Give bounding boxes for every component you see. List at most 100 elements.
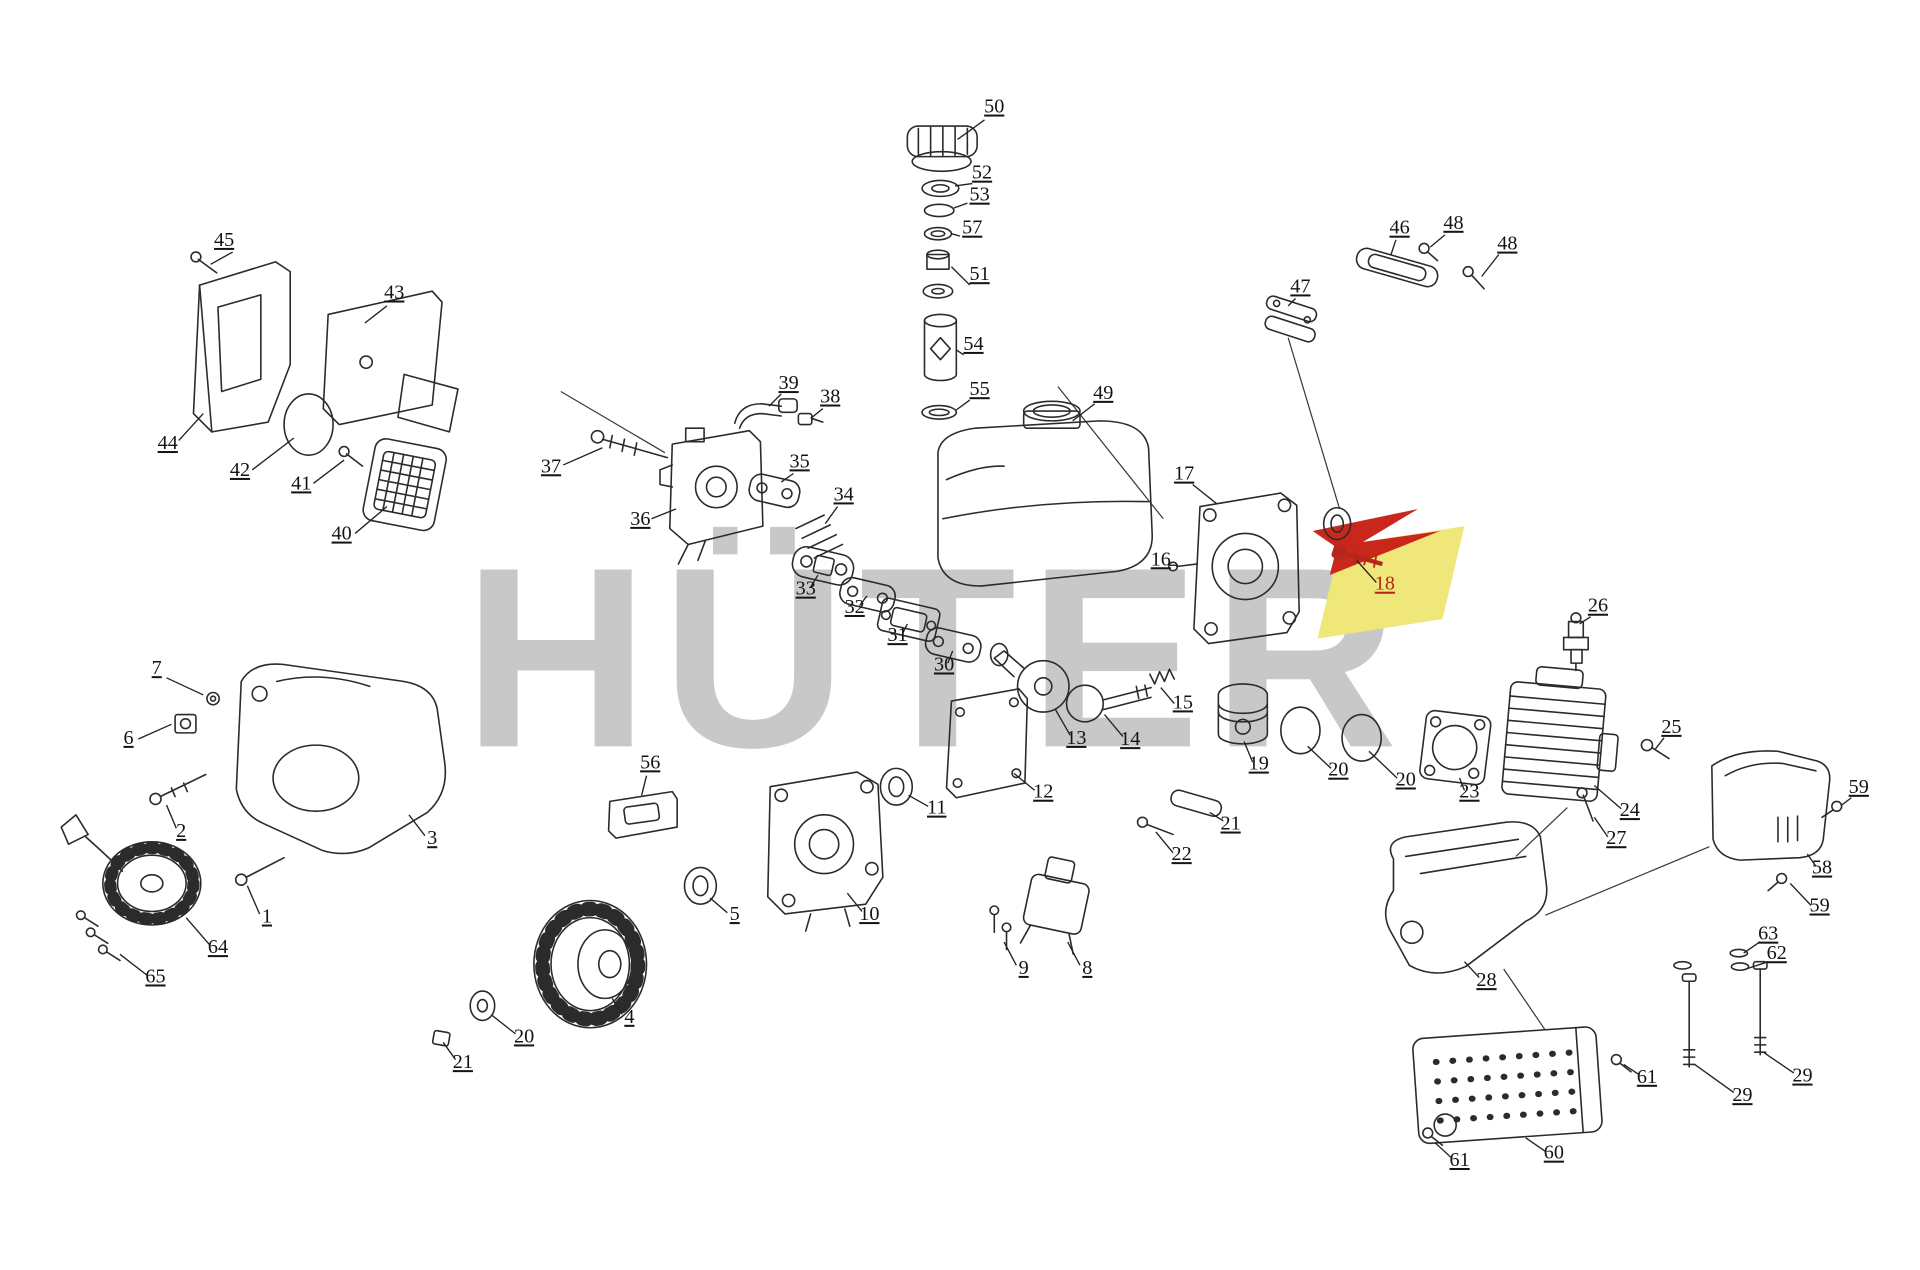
part-label-48: 48 — [1497, 233, 1517, 255]
leader-line-48 — [1481, 254, 1500, 277]
leader-line-35 — [780, 472, 794, 483]
leader-line-41 — [313, 459, 345, 484]
ignition-coil — [989, 856, 1090, 955]
leader-line-2 — [165, 804, 177, 829]
part-label-58: 58 — [1812, 857, 1832, 879]
part-label-60: 60 — [1544, 1142, 1564, 1164]
part-label-57: 57 — [962, 217, 982, 239]
leader-line-49 — [1072, 403, 1096, 422]
part-label-5: 5 — [730, 903, 740, 925]
part-label-29: 29 — [1732, 1084, 1752, 1106]
part-label-20: 20 — [1328, 759, 1348, 781]
leader-line-46 — [1390, 239, 1397, 255]
leader-line-38 — [810, 408, 824, 419]
part-label-56: 56 — [640, 751, 660, 773]
part-label-12: 12 — [1033, 781, 1053, 803]
part-label-39: 39 — [778, 372, 798, 394]
part-label-34: 34 — [834, 483, 854, 505]
leader-line-44 — [178, 413, 204, 441]
brand-watermark: HÜTER — [463, 508, 1465, 801]
part-label-38: 38 — [820, 386, 840, 408]
leader-line-13 — [1054, 709, 1071, 736]
part-label-37: 37 — [541, 455, 561, 477]
part-label-44: 44 — [158, 432, 178, 454]
part-label-7: 7 — [152, 657, 162, 679]
part-label-20: 20 — [514, 1025, 534, 1047]
part-label-50: 50 — [984, 96, 1004, 118]
part-label-6: 6 — [124, 727, 134, 749]
part-label-8: 8 — [1082, 957, 1092, 979]
tank-guard — [1384, 821, 1548, 974]
leader-line-59 — [1841, 797, 1852, 806]
leader-line-14 — [1103, 714, 1124, 737]
part-label-10: 10 — [859, 903, 879, 925]
construction-lines — [560, 337, 1710, 1031]
leader-line-6 — [138, 723, 172, 740]
leader-line-42 — [251, 437, 295, 471]
part-label-35: 35 — [789, 450, 809, 472]
leader-line-45 — [210, 251, 233, 265]
part-label-48: 48 — [1443, 212, 1463, 234]
leader-line-36 — [651, 508, 677, 520]
handle-bracket-assembly — [1264, 242, 1485, 343]
logo-red-swoosh-top — [1312, 508, 1418, 554]
part-label-41: 41 — [291, 472, 311, 494]
leader-line-28 — [1463, 961, 1480, 979]
leader-line-4 — [611, 998, 623, 1015]
part-label-46: 46 — [1389, 217, 1409, 239]
part-label-26: 26 — [1588, 595, 1608, 617]
part-label-21: 21 — [1221, 813, 1241, 835]
part-label-4: 4 — [624, 1006, 634, 1028]
leader-line-39 — [768, 393, 782, 407]
leader-line-37 — [562, 447, 603, 466]
part-label-9: 9 — [1019, 957, 1029, 979]
part-labels-layer: 5052535751545545434442414039383736353433… — [119, 96, 1869, 1171]
leader-line-24 — [1593, 784, 1622, 810]
leader-line-52 — [955, 182, 973, 187]
part-label-36: 36 — [630, 508, 650, 530]
part-label-32: 32 — [845, 596, 865, 618]
leader-line-34 — [824, 506, 839, 525]
crankshaft-assembly — [989, 642, 1176, 723]
leader-line-30 — [947, 650, 954, 664]
logo-red-swoosh-bottom — [1329, 531, 1440, 576]
part-label-65: 65 — [145, 965, 165, 987]
leader-line-20 — [1368, 750, 1398, 779]
part-label-20: 20 — [1396, 768, 1416, 790]
part-label-3: 3 — [427, 827, 437, 849]
leader-line-62 — [1745, 961, 1769, 970]
part-label-47: 47 — [1290, 275, 1310, 297]
part-label-42: 42 — [230, 459, 250, 481]
leader-line-19 — [1243, 741, 1254, 763]
leader-line-64 — [185, 917, 210, 945]
fuel-tank — [937, 400, 1154, 587]
part-label-62: 62 — [1767, 942, 1787, 964]
leader-line-26 — [1579, 616, 1591, 625]
leader-line-57 — [951, 233, 961, 237]
leader-line-21 — [442, 1042, 457, 1060]
leader-line-51 — [950, 266, 971, 286]
leader-line-56 — [640, 775, 648, 796]
air-filter-assembly — [190, 251, 459, 532]
leader-line-23 — [1458, 777, 1466, 791]
leader-line-55 — [955, 399, 971, 411]
part-label-59: 59 — [1809, 895, 1829, 917]
leader-line-65 — [119, 953, 148, 976]
muffler-cover — [1711, 750, 1843, 892]
leader-line-7 — [166, 677, 204, 696]
part-label-61: 61 — [1637, 1066, 1657, 1088]
leader-line-63 — [1743, 941, 1760, 954]
starter-assembly — [60, 814, 202, 962]
part-label-2: 2 — [176, 820, 186, 842]
part-label-19: 19 — [1249, 753, 1269, 775]
leader-line-48 — [1429, 234, 1446, 248]
leader-line-20 — [1307, 745, 1332, 769]
part-label-22: 22 — [1172, 843, 1192, 865]
part-label-52: 52 — [972, 162, 992, 184]
part-label-63: 63 — [1758, 923, 1778, 945]
leader-line-61 — [1623, 1063, 1639, 1075]
part-label-15: 15 — [1173, 691, 1193, 713]
part-label-14: 14 — [1120, 728, 1140, 750]
screw-18-highlight — [1331, 544, 1384, 568]
